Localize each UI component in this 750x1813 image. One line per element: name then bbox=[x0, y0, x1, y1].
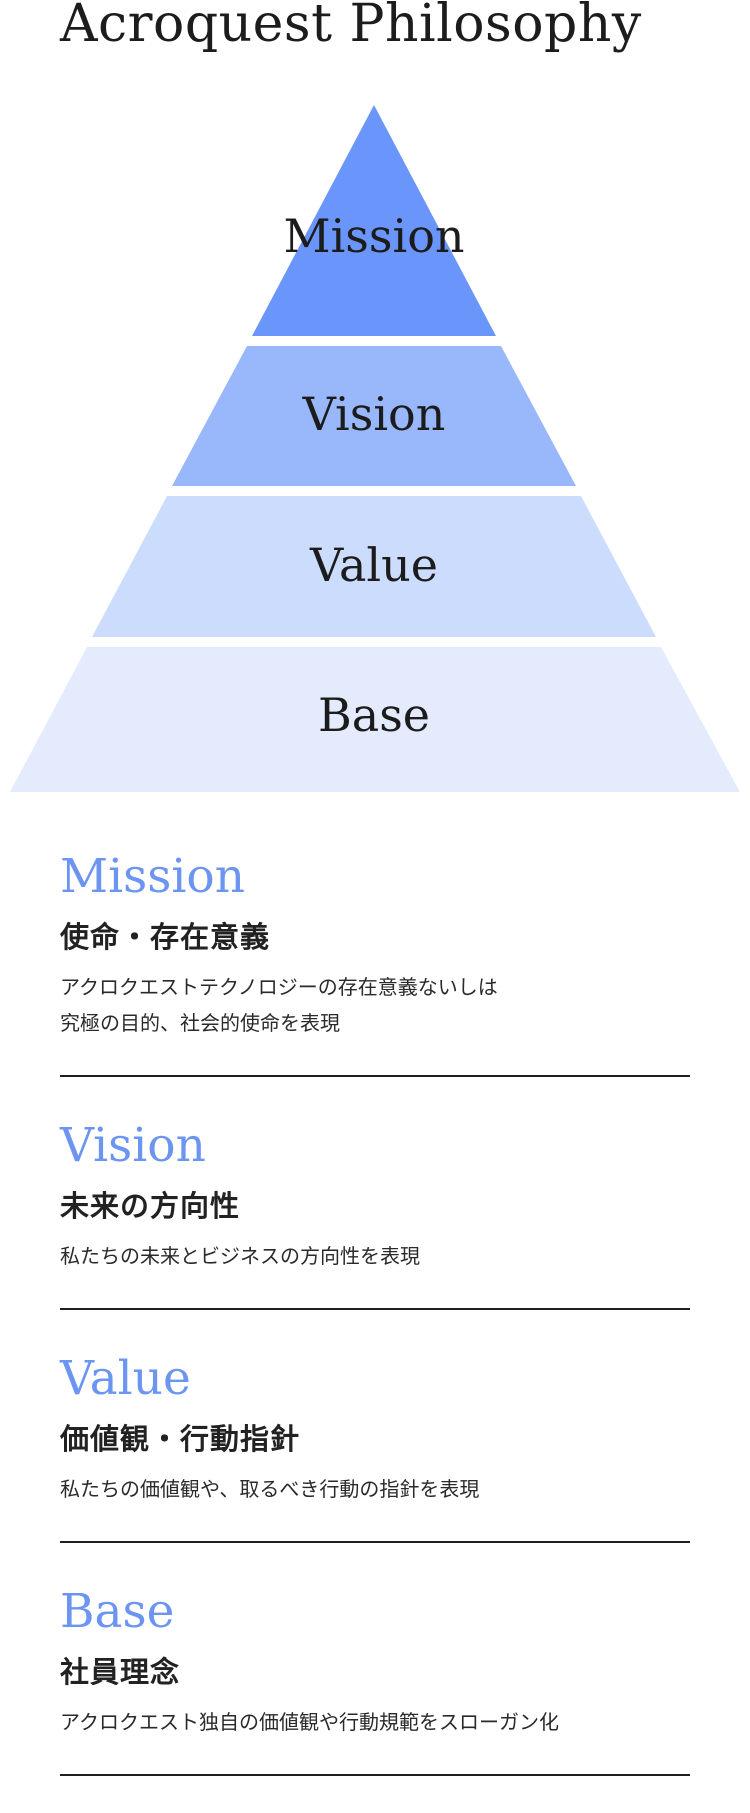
section-description: アクロクエストテクノロジーの存在意義ないしは 究極の目的、社会的使命を表現 bbox=[60, 975, 498, 1035]
pyramid-tier-mission[interactable] bbox=[252, 105, 496, 336]
section-title: Mission bbox=[60, 849, 245, 904]
section-base: Base 社員理念 アクロクエスト独自の価値観や行動規範をスローガン化 bbox=[60, 1580, 690, 1776]
pyramid-tier-value[interactable] bbox=[92, 496, 656, 637]
pyramid-label-vision: Vision bbox=[302, 387, 446, 441]
philosophy-pyramid: Mission Vision Value Base bbox=[10, 105, 740, 792]
pyramid-tier-vision[interactable] bbox=[172, 346, 576, 486]
pyramid-label-base: Base bbox=[318, 688, 430, 742]
section-description: 私たちの未来とビジネスの方向性を表現 bbox=[60, 1244, 420, 1268]
page-title: Acroquest Philosophy bbox=[60, 0, 642, 54]
section-title: Value bbox=[60, 1351, 191, 1406]
section-subtitle: 価値観・行動指針 bbox=[60, 1422, 301, 1456]
section-mission: Mission 使命・存在意義 アクロクエストテクノロジーの存在意義ないしは 究… bbox=[60, 845, 690, 1077]
section-subtitle: 使命・存在意義 bbox=[60, 920, 271, 954]
section-value: Value 価値観・行動指針 私たちの価値観や、取るべき行動の指針を表現 bbox=[60, 1347, 690, 1543]
section-subtitle: 未来の方向性 bbox=[60, 1189, 241, 1223]
section-subtitle: 社員理念 bbox=[60, 1655, 181, 1689]
section-vision: Vision 未来の方向性 私たちの未来とビジネスの方向性を表現 bbox=[60, 1114, 690, 1310]
section-description: アクロクエスト独自の価値観や行動規範をスローガン化 bbox=[60, 1710, 559, 1734]
pyramid-tier-base[interactable] bbox=[10, 647, 740, 792]
pyramid-label-mission: Mission bbox=[283, 209, 464, 263]
section-title: Base bbox=[60, 1584, 175, 1639]
section-description: 私たちの価値観や、取るべき行動の指針を表現 bbox=[60, 1477, 480, 1501]
pyramid-label-value: Value bbox=[309, 538, 438, 592]
philosophy-sections: Mission 使命・存在意義 アクロクエストテクノロジーの存在意義ないしは 究… bbox=[60, 845, 690, 1813]
section-title: Vision bbox=[60, 1118, 206, 1173]
